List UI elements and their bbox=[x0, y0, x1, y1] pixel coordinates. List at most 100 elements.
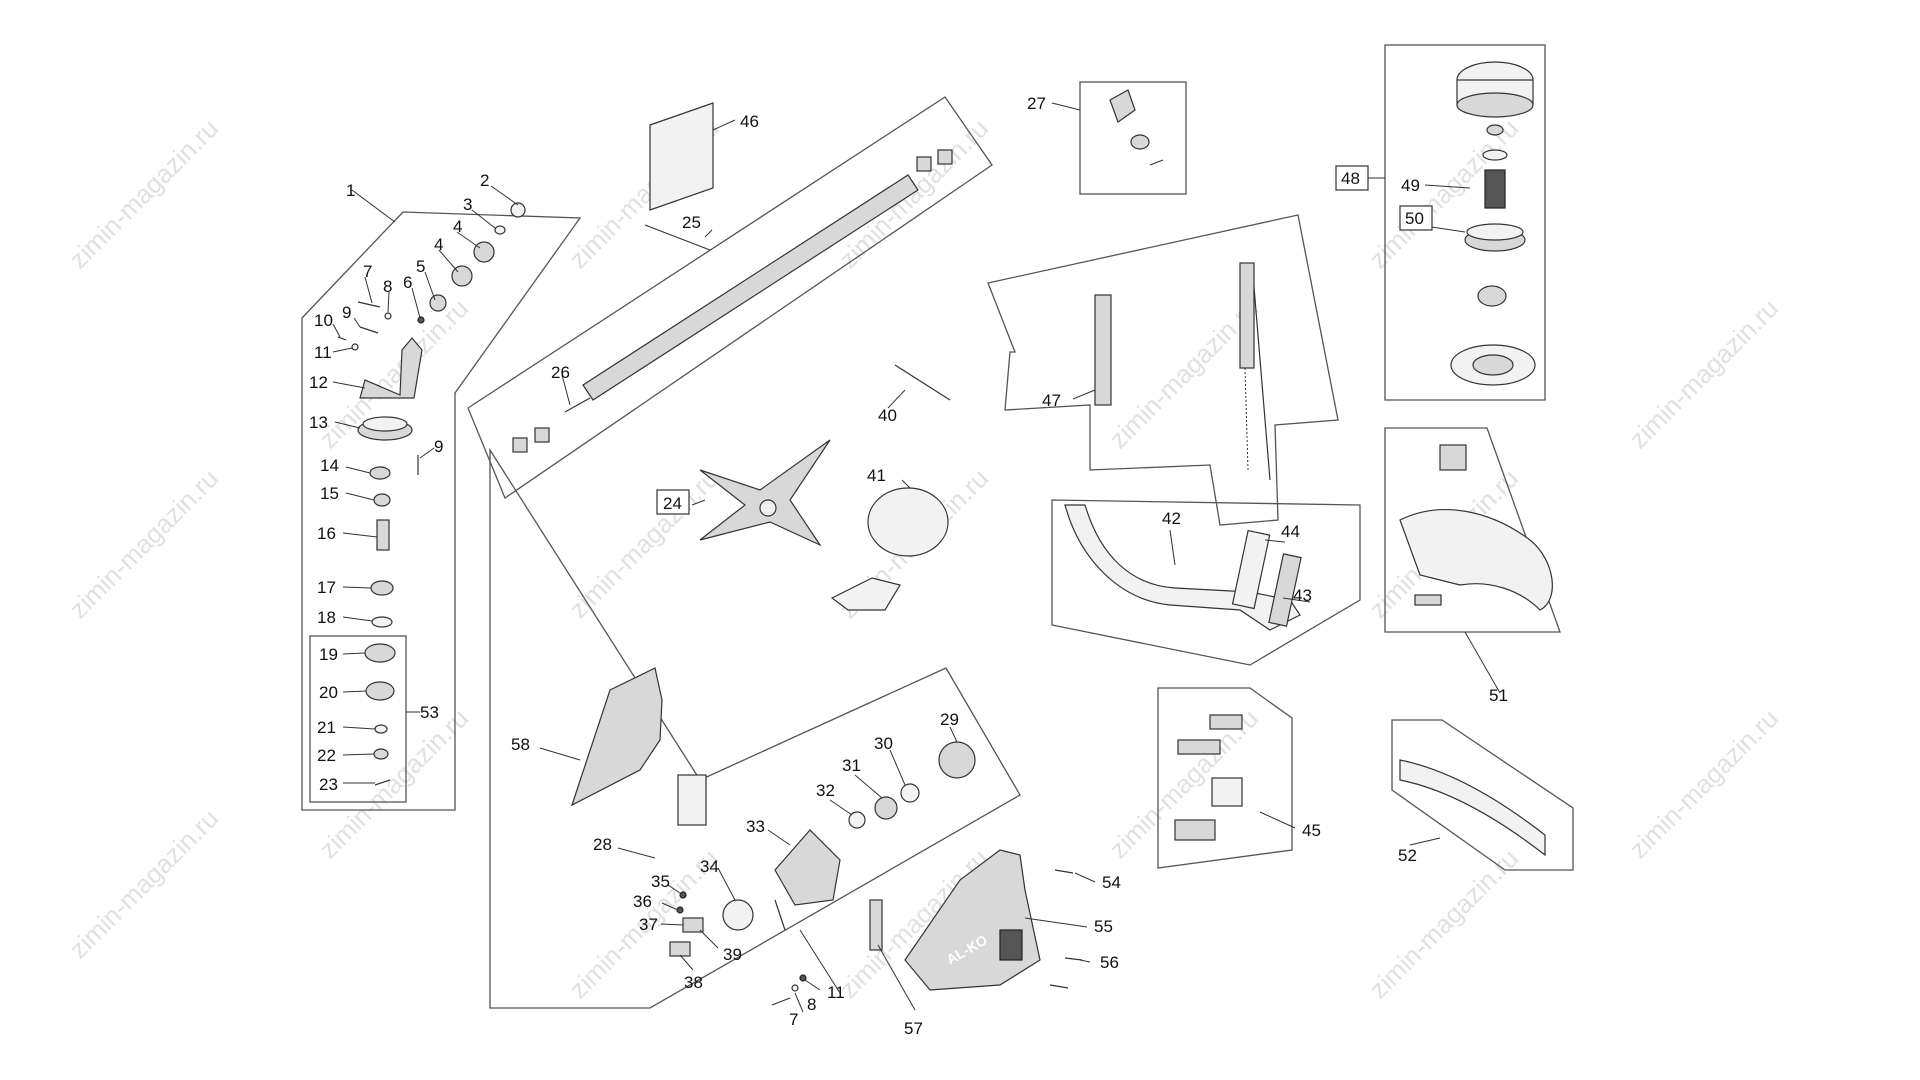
leader-line bbox=[617, 847, 656, 859]
part-washer bbox=[1482, 149, 1508, 161]
part-drive-shaft-tube bbox=[582, 174, 919, 401]
callout-49: 49 bbox=[1401, 176, 1420, 195]
part-line-spool-top bbox=[1466, 223, 1524, 241]
watermark-text: zimin-magazin.ru bbox=[1623, 293, 1784, 454]
part-cover-bracket bbox=[677, 774, 707, 826]
callout-29: 29 bbox=[940, 710, 959, 729]
callout-28: 28 bbox=[593, 835, 612, 854]
group-outline-bracket bbox=[1079, 81, 1187, 195]
watermark-text: zimin-magazin.ru bbox=[63, 803, 224, 964]
callout-20: 20 bbox=[319, 683, 338, 702]
callout-9: 9 bbox=[342, 303, 351, 322]
leader-line bbox=[345, 492, 375, 501]
callout-53: 53 bbox=[420, 703, 439, 722]
callout-56: 56 bbox=[1100, 953, 1119, 972]
callout-13: 13 bbox=[309, 413, 328, 432]
leader-line bbox=[767, 829, 791, 846]
leader-line bbox=[1264, 539, 1286, 543]
callout-55: 55 bbox=[1094, 917, 1113, 936]
callout-15: 15 bbox=[320, 484, 339, 503]
watermark-text: zimin-magazin.ru bbox=[833, 113, 994, 274]
part-bolt bbox=[771, 997, 791, 1006]
leader-line bbox=[387, 291, 390, 313]
leader-line bbox=[332, 381, 366, 389]
part-engine-vent bbox=[999, 929, 1023, 961]
leader-line bbox=[1024, 917, 1088, 928]
part-screw bbox=[1064, 957, 1083, 961]
callout-16: 16 bbox=[317, 524, 336, 543]
group-outline-guard bbox=[1384, 427, 1561, 633]
leader-line bbox=[1051, 102, 1081, 111]
leader-line bbox=[1074, 872, 1096, 883]
leader-line bbox=[490, 185, 519, 206]
callout-43: 43 bbox=[1293, 586, 1312, 605]
callout-22: 22 bbox=[317, 746, 336, 765]
part-flange-washer bbox=[365, 681, 395, 701]
leader-line bbox=[949, 726, 958, 743]
leader-line bbox=[364, 276, 373, 304]
part-plate bbox=[649, 102, 714, 211]
part-blade-hole bbox=[759, 499, 777, 517]
part-washer bbox=[799, 974, 807, 982]
leader-line bbox=[889, 749, 906, 786]
part-bearing bbox=[369, 466, 391, 480]
part-bushing bbox=[512, 437, 528, 453]
leader-line bbox=[691, 499, 706, 506]
part-clamp-half bbox=[1177, 739, 1221, 755]
leader-line bbox=[353, 317, 361, 328]
part-circlip bbox=[371, 616, 393, 628]
leader-line bbox=[334, 421, 361, 429]
part-spring bbox=[1484, 169, 1506, 209]
part-drawings bbox=[337, 61, 1553, 1006]
watermark-text: zimin-magazin.ru bbox=[563, 463, 724, 624]
leader-lines bbox=[332, 102, 1501, 1013]
callout-box bbox=[1335, 165, 1369, 191]
leader-line bbox=[854, 774, 883, 799]
leader-line bbox=[342, 616, 373, 622]
part-flange-top bbox=[362, 416, 408, 432]
callout-37: 37 bbox=[639, 915, 658, 934]
part-gearhead-body bbox=[359, 337, 423, 399]
watermark-text: zimin-magazin.ru bbox=[63, 113, 224, 274]
callout-50: 50 bbox=[1405, 209, 1424, 228]
leader-line bbox=[660, 923, 684, 926]
part-throttle-lever-small bbox=[669, 941, 691, 957]
part-spline-shaft bbox=[376, 519, 390, 551]
callout-44: 44 bbox=[1281, 522, 1300, 541]
leader-line bbox=[887, 389, 906, 409]
callout-19: 19 bbox=[319, 645, 338, 664]
part-strap-pad bbox=[830, 577, 901, 611]
part-clamp-half bbox=[1209, 714, 1243, 730]
leader-line bbox=[1282, 597, 1311, 603]
callout-21: 21 bbox=[317, 718, 336, 737]
leader-line bbox=[704, 229, 713, 238]
callout-9: 9 bbox=[434, 437, 443, 456]
callout-52: 52 bbox=[1398, 846, 1417, 865]
part-flexible-shaft bbox=[564, 397, 591, 413]
leader-line bbox=[424, 271, 436, 301]
leader-line bbox=[799, 929, 841, 994]
callout-14: 14 bbox=[320, 456, 339, 475]
callout-51: 51 bbox=[1489, 686, 1508, 705]
part-cable-tie bbox=[894, 364, 951, 401]
callout-17: 17 bbox=[317, 578, 336, 597]
callout-38: 38 bbox=[684, 973, 703, 992]
part-eyelet bbox=[1477, 285, 1507, 307]
part-clutch-drum bbox=[938, 741, 976, 779]
part-clamp-bushing bbox=[1211, 777, 1243, 807]
part-circlip bbox=[510, 202, 526, 218]
part-nut bbox=[373, 748, 389, 760]
part-three-tooth-blade bbox=[699, 439, 831, 547]
leader-line bbox=[877, 944, 916, 1011]
leader-line bbox=[661, 902, 679, 911]
group-outline-bearing-set bbox=[309, 635, 407, 803]
group-outline-shaft bbox=[467, 96, 993, 499]
callout-40: 40 bbox=[878, 406, 897, 425]
group-outline-guard-extension bbox=[1391, 719, 1574, 871]
leader-line bbox=[699, 929, 719, 949]
part-bearing bbox=[473, 241, 495, 263]
leader-line bbox=[342, 726, 376, 730]
callout-32: 32 bbox=[816, 781, 835, 800]
part-nut bbox=[373, 493, 391, 507]
leader-line bbox=[345, 466, 371, 474]
